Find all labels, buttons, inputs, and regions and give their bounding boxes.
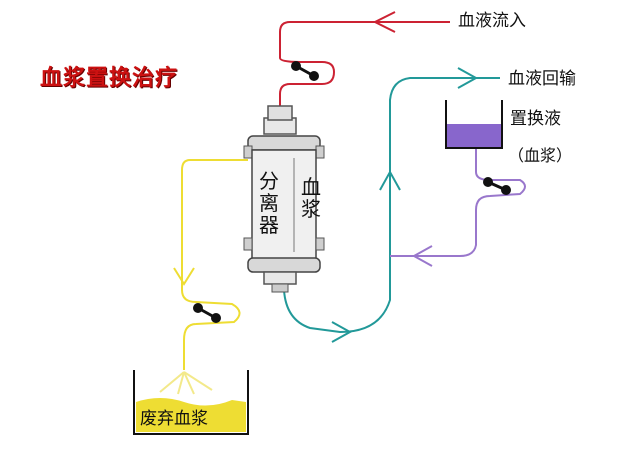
blood-in-label: 血液流入 (458, 11, 526, 31)
plasma-paren-label: （血浆） (508, 146, 573, 165)
return-arrow-middle (379, 169, 401, 191)
replacement-fluid-label: 置换液 (510, 109, 561, 129)
replacement-fluid-line (390, 140, 526, 257)
return-arrow-top (457, 67, 479, 89)
waste-container (133, 370, 249, 435)
waste-pump-icon (193, 303, 221, 323)
separator-column (243, 105, 325, 293)
waste-plasma-label: 废弃血浆 (140, 409, 208, 429)
blood-inflow-line (279, 21, 450, 118)
blood-pump-icon (291, 61, 319, 81)
return-arrow-bottom (331, 321, 353, 343)
blood-return-line (283, 77, 500, 334)
blood-return-label: 血液回输 (508, 69, 576, 89)
plasma-waste-arrow (173, 267, 195, 286)
plasma-side-label: 血浆 (301, 175, 321, 221)
blood-inflow-arrow (372, 11, 396, 33)
separator-label: 分离器 (259, 169, 279, 237)
plasma-waste-line (181, 159, 248, 370)
replacement-fluid-bag (445, 100, 503, 149)
replacement-arrow (411, 245, 433, 267)
waste-drip-rays (159, 371, 213, 395)
replacement-pump-icon (483, 177, 511, 195)
diagram-title: 血浆置换治疗 (40, 66, 179, 91)
